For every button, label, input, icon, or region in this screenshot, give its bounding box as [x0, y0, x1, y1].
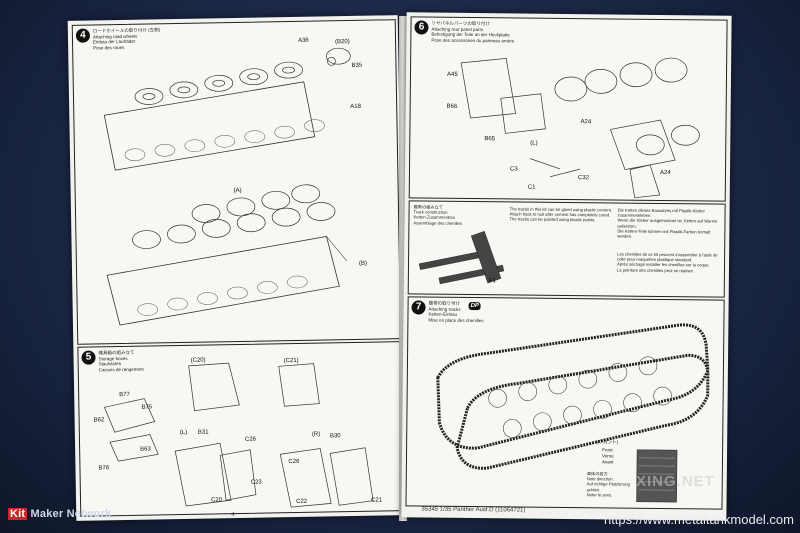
- product-code: 35345 1/35 Panther Ausf.D (11064721): [421, 506, 526, 514]
- part-label: B63: [140, 446, 151, 453]
- direction-label: (フロント): [597, 439, 619, 445]
- direction-label: Avant: [601, 459, 614, 465]
- page-number: 4: [231, 512, 235, 519]
- part-label: C23: [250, 479, 262, 486]
- part-label: (B20): [335, 38, 350, 46]
- part-label: A24: [580, 119, 592, 126]
- part-label: A24: [659, 169, 671, 177]
- part-label: (A): [233, 187, 242, 195]
- part-label: C26: [244, 436, 257, 443]
- part-label: (L): [179, 429, 188, 437]
- part-label: (C20): [190, 357, 206, 364]
- part-label: (C21): [283, 357, 299, 365]
- part-label: (R): [311, 431, 321, 438]
- part-label: A45: [446, 71, 458, 78]
- part-label: B75: [141, 404, 153, 411]
- part-label: B31: [197, 429, 209, 436]
- part-label: B77: [119, 391, 130, 399]
- part-label: C3: [509, 166, 518, 173]
- track-construction-panel: 履帯の組み立て Track construction Ketten-Zusamm…: [407, 200, 726, 298]
- watermark-left: Kit Maker Network: [8, 508, 112, 520]
- part-label: B65: [484, 136, 496, 143]
- part-label: B76: [98, 465, 110, 472]
- part-label: B66: [446, 103, 458, 110]
- road-wheel-drawing: [103, 47, 351, 326]
- track-note-english: The tracks in this kit can be glued usin…: [509, 206, 613, 223]
- part-label: C22: [296, 498, 308, 506]
- part-label: F1: [488, 278, 496, 285]
- watermark-url: https://www.metaltankmodel.com: [603, 512, 794, 527]
- part-label: C20: [211, 497, 223, 504]
- part-label: C1: [527, 184, 536, 191]
- direction-label: Front: [602, 447, 613, 453]
- track-note-german: Die Ketten dieses Bausatzes mit Plastik-…: [617, 207, 718, 239]
- part-label: (L): [530, 140, 538, 147]
- track-note-french: Les chenilles de ce kit peuvent s'assemb…: [616, 251, 718, 273]
- part-label: A18: [350, 103, 361, 110]
- part-label: B62: [93, 417, 105, 424]
- track-links-drawing: [418, 230, 505, 285]
- track-fitting-drawing: [436, 323, 710, 503]
- part-label: C26: [288, 458, 300, 466]
- part-label: B35: [351, 62, 363, 69]
- part-label: A36: [297, 37, 309, 44]
- part-label: C21: [371, 497, 383, 504]
- storage-box-drawing: [103, 362, 374, 508]
- part-label: C32: [577, 175, 589, 182]
- step-4-panel: 4 ロードホイールの取り付け (左側)Attaching road wheels…: [71, 19, 402, 345]
- part-label: B30: [329, 433, 341, 440]
- instruction-page-left: 4 ロードホイールの取り付け (左側)Attaching road wheels…: [67, 15, 407, 521]
- rear-panel-drawing: [460, 57, 700, 199]
- part-label: (B): [358, 260, 367, 267]
- direction-label: Vorne: [601, 453, 614, 459]
- watermark-center: XING.NET: [636, 473, 715, 490]
